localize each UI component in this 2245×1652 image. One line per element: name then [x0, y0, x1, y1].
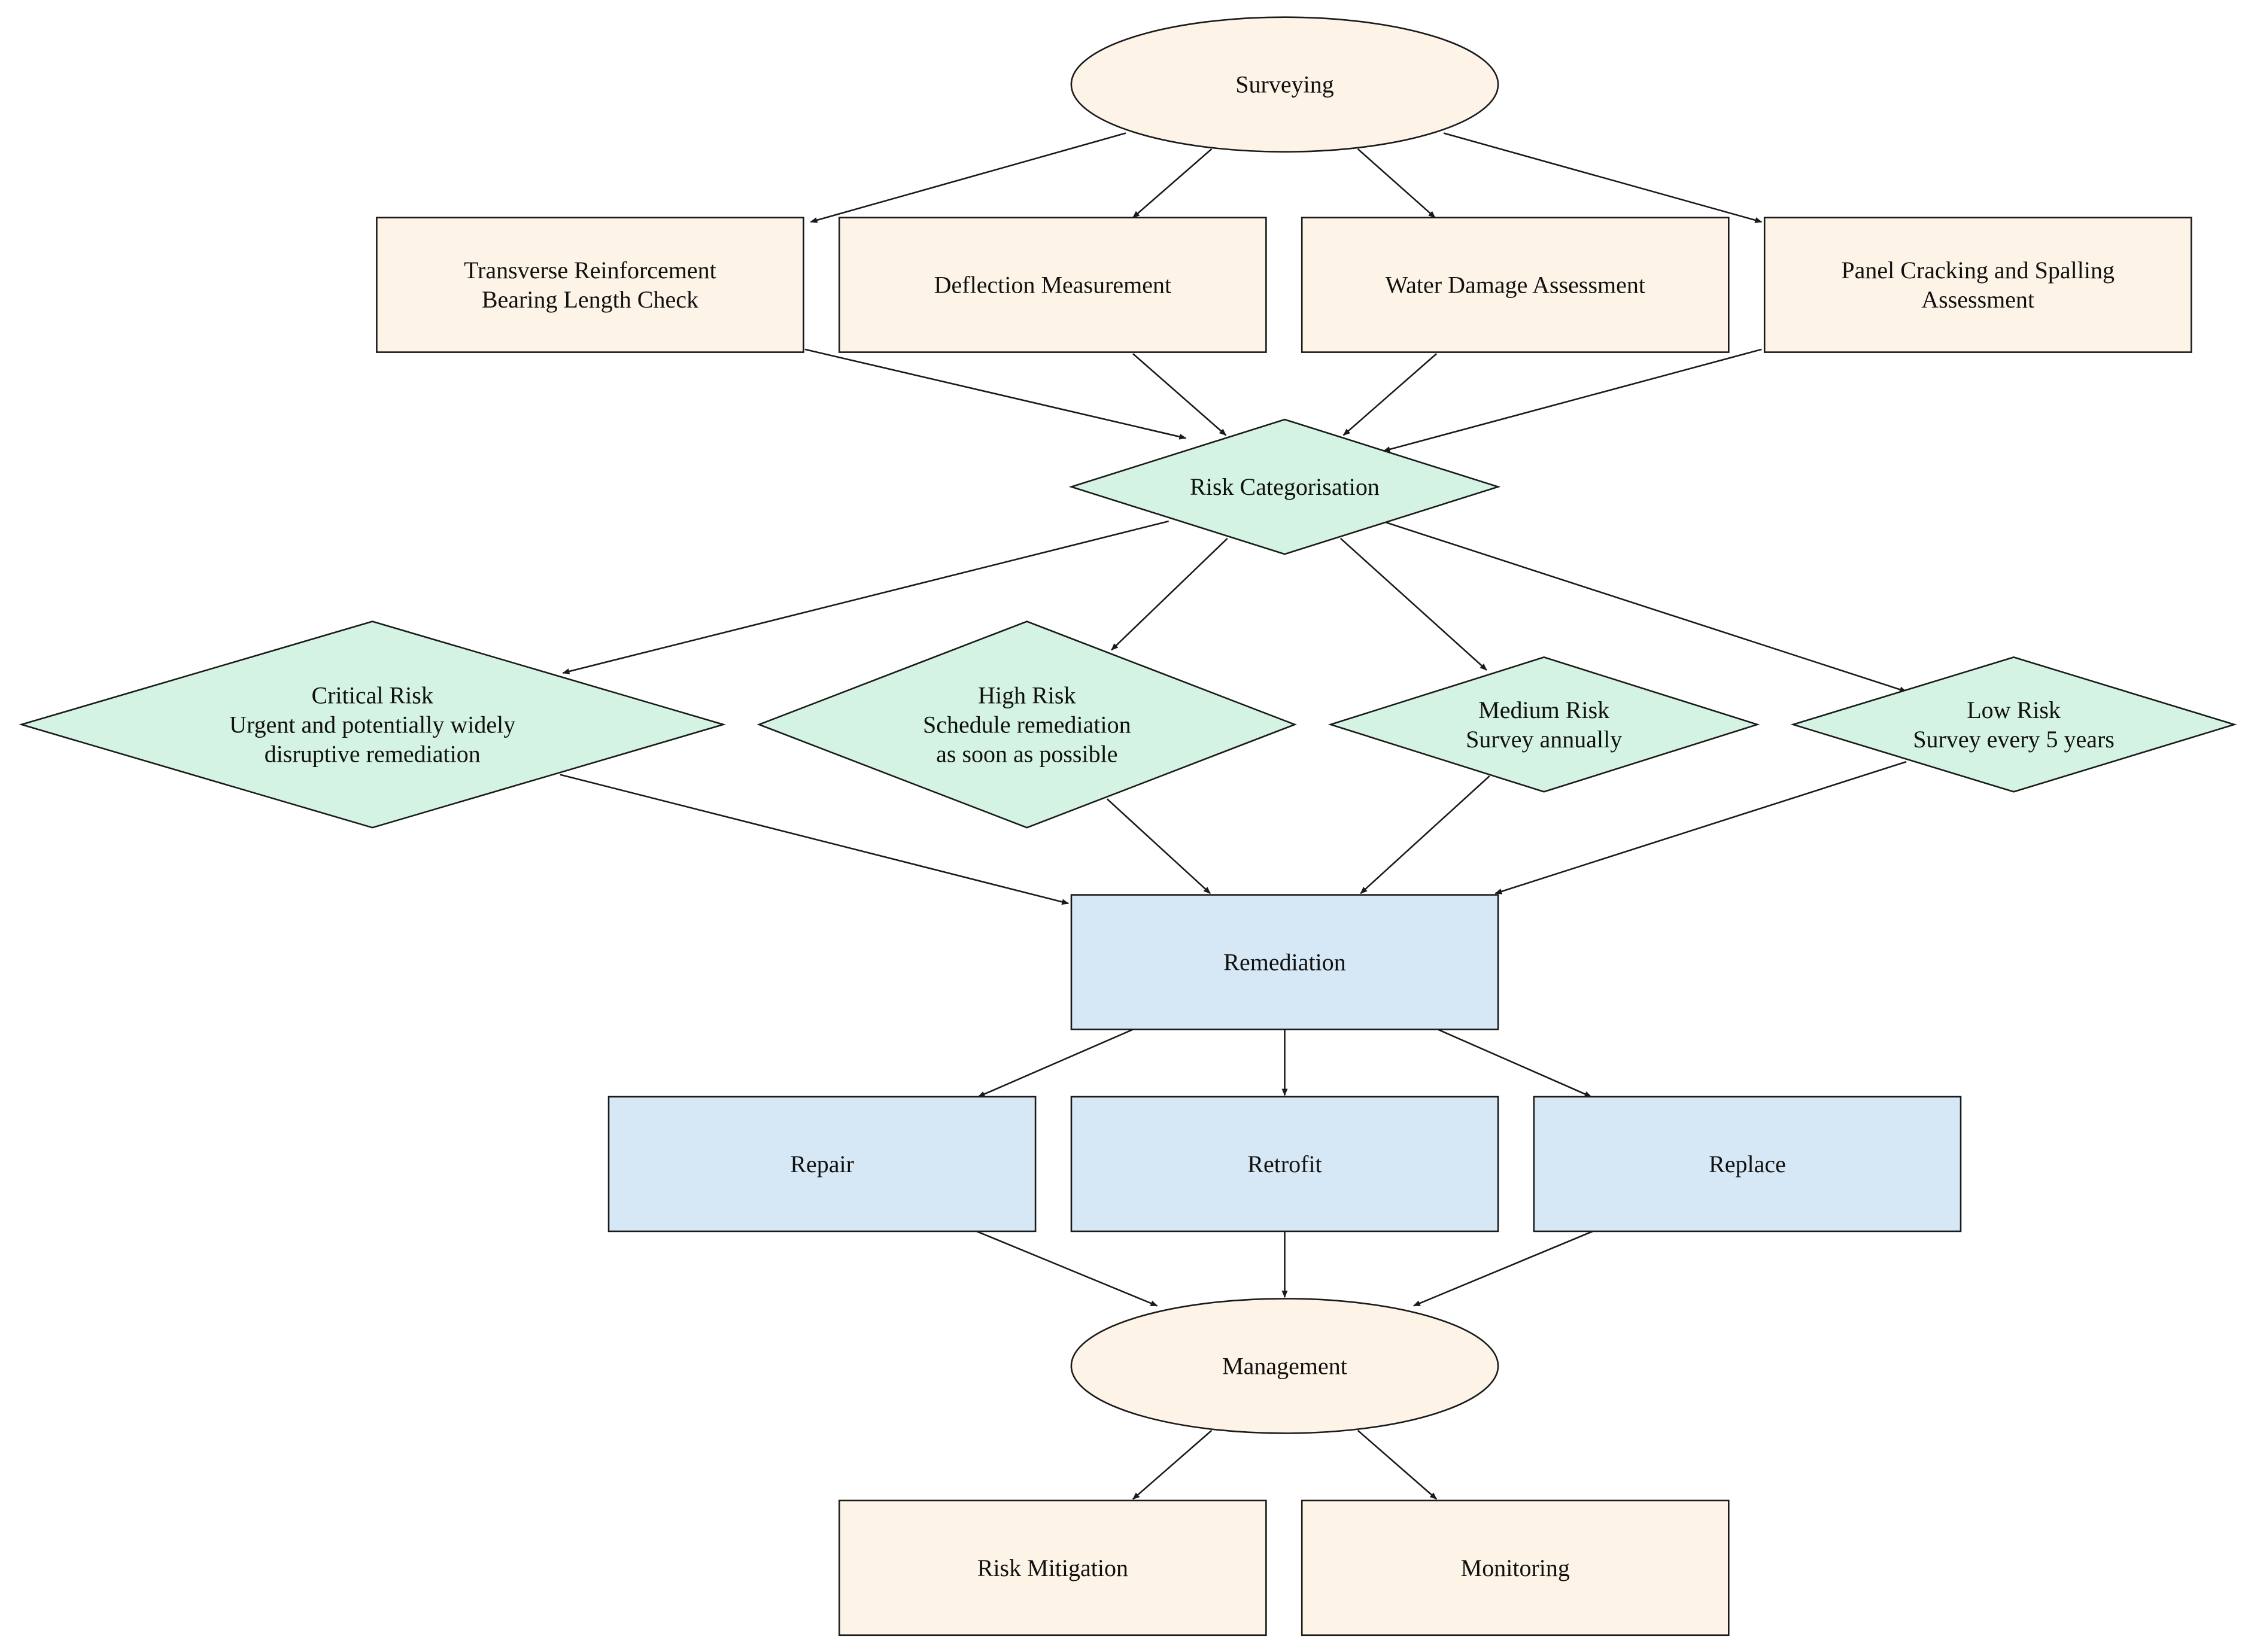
- repair-label-line-0: Repair: [790, 1151, 854, 1178]
- node-replace: Replace: [1533, 1096, 1962, 1233]
- surveying-shape: [1070, 16, 1499, 153]
- water-label-line-0: Water Damage Assessment: [1386, 272, 1645, 299]
- panel-shape: [1763, 217, 2192, 353]
- transverse-label-line-1: Bearing Length Check: [482, 286, 698, 313]
- edge-surveying-to-deflection: [1132, 148, 1213, 218]
- high-shape: [757, 620, 1297, 829]
- critical-label-line-1: Urgent and potentially widely: [229, 711, 515, 738]
- edge-surveying-to-water: [1357, 148, 1436, 218]
- deflection-shape: [839, 217, 1267, 353]
- edge-medium-to-remediation: [1360, 775, 1490, 895]
- edge-replace-to-management: [1412, 1230, 1593, 1307]
- edge-deflection-to-riskcat: [1132, 353, 1227, 436]
- node-management: Management: [1070, 1298, 1499, 1434]
- node-surveying: Surveying: [1070, 16, 1499, 153]
- edge-surveying-to-panel: [1443, 132, 1763, 223]
- edge-repair-to-management: [976, 1230, 1158, 1307]
- node-remediation: Remediation: [1070, 894, 1499, 1030]
- node-monitoring: Monitoring: [1301, 1499, 1730, 1636]
- edge-riskcat-to-low: [1386, 522, 1907, 693]
- mitigation-shape: [839, 1499, 1267, 1636]
- edges-layer: [560, 132, 1907, 1500]
- replace-label-line-0: Replace: [1709, 1151, 1786, 1178]
- riskcat-shape: [1068, 418, 1501, 555]
- remediation-label-line-0: Remediation: [1223, 949, 1345, 976]
- deflection-label-line-0: Deflection Measurement: [934, 272, 1172, 299]
- critical-label-line-0: Critical Risk: [312, 682, 433, 708]
- edge-water-to-riskcat: [1342, 353, 1438, 436]
- edge-riskcat-to-medium: [1339, 537, 1487, 671]
- edge-management-to-mitigation: [1132, 1429, 1213, 1500]
- transverse-label-line-0: Transverse Reinforcement: [464, 257, 716, 284]
- monitoring-label-line-0: Monitoring: [1461, 1554, 1570, 1581]
- medium-shape: [1327, 656, 1760, 793]
- edge-surveying-to-transverse: [810, 132, 1126, 223]
- node-water: Water Damage Assessment: [1301, 217, 1730, 353]
- panel-label-line-1: Assessment: [1921, 286, 2034, 313]
- repair-shape: [607, 1096, 1037, 1233]
- monitoring-shape: [1301, 1499, 1730, 1636]
- high-label-line-2: as soon as possible: [936, 740, 1117, 767]
- edge-riskcat-to-high: [1111, 537, 1228, 651]
- riskcat-label-line-0: Risk Categorisation: [1190, 473, 1380, 500]
- node-mitigation: Risk Mitigation: [839, 1499, 1267, 1636]
- low-label-line-1: Survey every 5 years: [1913, 726, 2115, 753]
- mitigation-label-line-0: Risk Mitigation: [977, 1554, 1128, 1581]
- edge-high-to-remediation: [1106, 798, 1211, 895]
- retrofit-shape: [1070, 1096, 1499, 1233]
- panel-label-line-0: Panel Cracking and Spalling: [1841, 257, 2115, 284]
- high-label-line-0: High Risk: [978, 682, 1076, 708]
- edge-riskcat-to-critical: [562, 520, 1169, 674]
- critical-shape: [19, 620, 727, 829]
- surveying-label-line-0: Surveying: [1235, 71, 1333, 98]
- water-shape: [1301, 217, 1730, 353]
- critical-label-line-2: disruptive remediation: [265, 740, 481, 767]
- medium-label-line-0: Medium Risk: [1478, 696, 1609, 723]
- node-retrofit: Retrofit: [1070, 1096, 1499, 1233]
- edge-remediation-to-replace: [1438, 1029, 1592, 1098]
- edge-critical-to-remediation: [560, 774, 1070, 905]
- low-shape: [1790, 656, 2237, 793]
- edge-low-to-remediation: [1494, 760, 1907, 895]
- node-deflection: Deflection Measurement: [839, 217, 1267, 353]
- retrofit-label-line-0: Retrofit: [1247, 1151, 1322, 1178]
- high-label-line-1: Schedule remediation: [923, 711, 1131, 738]
- edge-transverse-to-riskcat: [804, 348, 1187, 440]
- node-repair: Repair: [607, 1096, 1037, 1233]
- replace-shape: [1533, 1096, 1962, 1233]
- node-riskcat: Risk Categorisation: [1068, 418, 1501, 555]
- remediation-shape: [1070, 894, 1499, 1030]
- low-label-line-0: Low Risk: [1967, 696, 2061, 723]
- edge-remediation-to-repair: [977, 1029, 1134, 1098]
- management-shape: [1070, 1298, 1499, 1434]
- edge-management-to-monitoring: [1357, 1429, 1438, 1500]
- medium-label-line-1: Survey annually: [1466, 726, 1622, 753]
- edge-panel-to-riskcat: [1383, 348, 1762, 452]
- management-label-line-0: Management: [1222, 1352, 1347, 1379]
- transverse-shape: [376, 217, 804, 353]
